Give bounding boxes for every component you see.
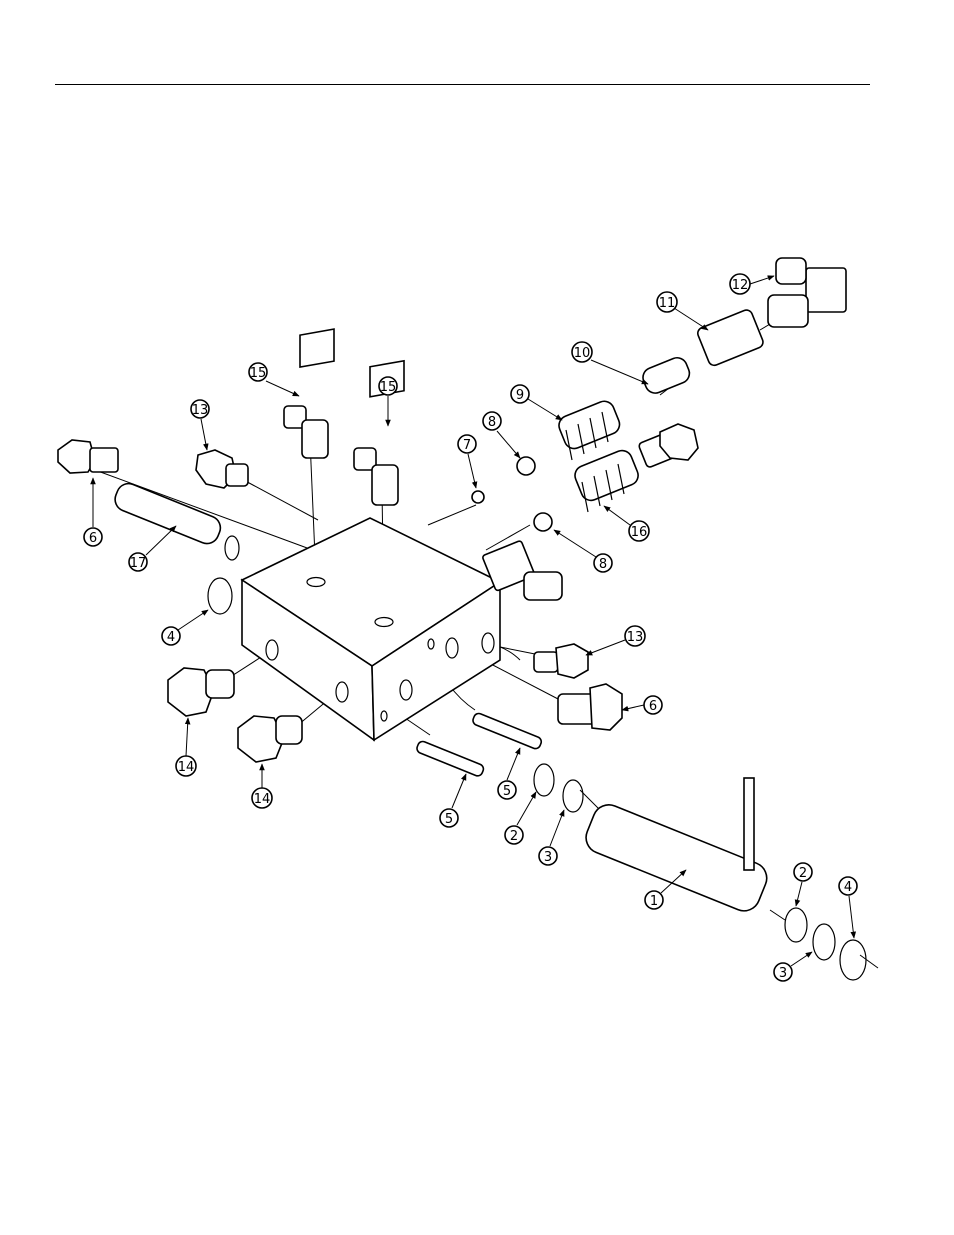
callout-number: 9 <box>516 388 524 403</box>
callout-number: 4 <box>167 630 175 645</box>
callout-number: 1 <box>650 894 658 909</box>
callout-number: 3 <box>544 850 552 865</box>
callout-2-right: 2 <box>793 862 813 907</box>
callout-15-right: 15 <box>378 376 398 427</box>
callout-number: 2 <box>510 829 518 844</box>
callout-1: 1 <box>644 869 687 910</box>
callout-2-left: 2 <box>504 791 537 845</box>
o-ring-3-right <box>812 923 836 961</box>
callout-number: 5 <box>445 812 453 827</box>
spring-16 <box>574 449 639 513</box>
o-ring-3-left <box>562 779 584 813</box>
callout-number: 12 <box>732 278 749 293</box>
callout-16: 16 <box>603 505 650 542</box>
ball-7 <box>471 490 485 504</box>
callout-8-upper: 8 <box>482 411 521 459</box>
callout-17: 17 <box>128 525 177 572</box>
callout-number: 15 <box>380 380 397 395</box>
callout-6-left: 6 <box>83 477 103 547</box>
fitting-14-upper <box>167 667 235 717</box>
plug-6-left <box>57 439 119 474</box>
callout-3-right: 3 <box>773 951 813 982</box>
callout-13-lower: 13 <box>585 625 646 656</box>
cartridge-17 <box>114 482 240 561</box>
callout-3-left: 3 <box>538 809 565 866</box>
pin-5-left <box>416 740 485 777</box>
callout-number: 17 <box>130 556 147 571</box>
callout-number: 14 <box>178 760 195 775</box>
backup-ring-2-right <box>784 907 808 943</box>
callout-number: 14 <box>254 792 271 807</box>
callout-number: 16 <box>631 525 648 540</box>
callout-9: 9 <box>510 384 563 421</box>
fitting-14-lower <box>237 715 303 763</box>
callout-10: 10 <box>571 341 649 385</box>
callout-14-upper: 14 <box>175 717 197 777</box>
callout-number: 7 <box>463 438 471 453</box>
elbow-12 <box>767 257 847 328</box>
callout-5-right: 5 <box>497 747 521 800</box>
callout-number: 2 <box>799 866 807 881</box>
callout-number: 8 <box>488 415 496 430</box>
callout-number: 8 <box>599 557 607 572</box>
elbow-side-right <box>482 540 563 601</box>
plug-upper-right <box>638 423 699 468</box>
snap-ring-4-left <box>207 577 233 615</box>
backup-ring-2-left <box>533 763 555 797</box>
callout-number: 4 <box>844 880 852 895</box>
callout-6-right: 6 <box>621 695 663 715</box>
callout-15-left: 15 <box>248 362 300 397</box>
callout-number: 15 <box>250 366 267 381</box>
spring-9 <box>558 400 621 461</box>
fitting-13-lower <box>533 643 589 679</box>
plug-6-right <box>557 683 623 731</box>
callout-7: 7 <box>457 434 478 489</box>
callout-8-lower: 8 <box>553 529 613 573</box>
ball-8-lower <box>533 512 553 532</box>
header-rule <box>55 84 870 85</box>
spacer-10 <box>642 356 691 394</box>
callout-number: 11 <box>659 296 676 311</box>
callout-number: 10 <box>574 346 591 361</box>
callout-number: 6 <box>649 699 657 714</box>
callout-4-left: 4 <box>161 609 209 646</box>
callout-number: 5 <box>503 784 511 799</box>
callout-14-lower: 14 <box>251 763 273 809</box>
callout-number: 6 <box>89 531 97 546</box>
callout-12: 12 <box>729 273 775 295</box>
ball-8-upper <box>516 456 536 476</box>
elbow-15-left <box>283 328 335 459</box>
callout-13-upper: 13 <box>190 399 210 451</box>
fitting-13-upper <box>195 449 249 489</box>
callout-number: 3 <box>779 966 787 981</box>
snap-ring-4-right <box>839 939 867 981</box>
callout-number: 13 <box>192 403 209 418</box>
valve-manifold-block <box>240 517 502 742</box>
callout-number: 13 <box>627 630 644 645</box>
pin-5-right <box>472 712 543 750</box>
callout-5-left: 5 <box>439 773 467 828</box>
fitting-11 <box>697 309 764 367</box>
callout-4-right: 4 <box>838 876 858 939</box>
callout-11: 11 <box>656 291 709 331</box>
spool-1 <box>585 777 768 912</box>
